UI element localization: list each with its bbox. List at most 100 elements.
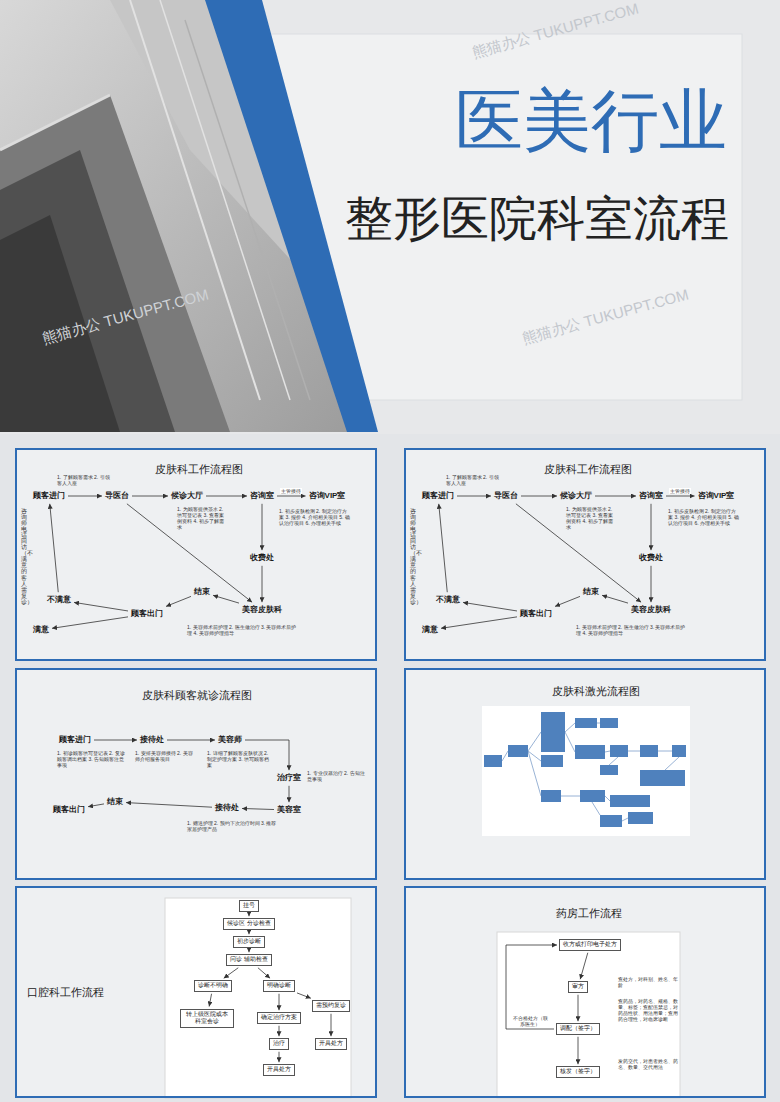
step-text: 美容室 xyxy=(277,805,301,815)
step-notes: 1. 初诊顾客填写登记表 2. 复诊顾客调出档案 3. 告知顾客注意事项 xyxy=(57,750,127,768)
slide-frame: 药房工作流程收方或打印电子处方审方调配（签字）核发（签字） xyxy=(404,886,766,1098)
flow-arrow xyxy=(289,786,290,802)
process-box: 初步诊断 xyxy=(233,936,265,948)
step-text: 候诊大厅 xyxy=(171,491,203,501)
chart-line xyxy=(622,818,628,821)
step-text: 接待处 xyxy=(140,735,164,745)
slide-ground xyxy=(404,448,766,661)
flow-arrow xyxy=(132,496,168,497)
slide-ground xyxy=(404,886,766,1098)
flow-step: 顾客出门 xyxy=(52,804,86,816)
process-box: 审方 xyxy=(568,981,588,993)
slide-title: 药房工作流程 xyxy=(556,907,622,920)
step-text: 收费处 xyxy=(639,553,663,563)
step-text: 顾客进门 xyxy=(33,491,65,501)
flow-step: 美容室 xyxy=(276,804,302,816)
chart-line xyxy=(628,751,640,752)
flow-step: 顾客出门 xyxy=(519,608,553,620)
step-text: 满意 xyxy=(422,625,438,635)
chart-line xyxy=(658,751,672,752)
flow-arrow xyxy=(331,1014,332,1037)
step-text: 咨询室 xyxy=(250,491,274,501)
flow-arrow xyxy=(277,496,306,497)
check-note: 查药品，对药名、规格、数量、标签；查配伍禁忌，对药品性状、用法用量；查用药合理性… xyxy=(618,998,678,1022)
slide-title: 皮肤科顾客就诊流程图 xyxy=(142,689,252,702)
step-text: 候诊大厅 xyxy=(560,491,592,501)
chart-panel xyxy=(165,898,351,1098)
edge-label: 主管接待 xyxy=(669,488,691,494)
step-text: 审方 xyxy=(572,983,584,991)
flow-arrow xyxy=(297,993,311,998)
slide-title: 口腔科工作流程 xyxy=(27,986,104,999)
flow-arrow xyxy=(457,496,491,497)
step-text: 明确诊断 xyxy=(267,982,291,990)
step-notes: 1. 初步皮肤检测 2. 制定治疗方案 3. 报价 4. 介绍相关项目 5. 确… xyxy=(668,508,740,526)
step-text: 顾客出门 xyxy=(131,609,163,619)
step-text: 结束 xyxy=(194,587,210,597)
step-notes: 1. 了解顾客需求 2. 引领客人入座 xyxy=(57,474,113,486)
flow-arrow xyxy=(279,1026,280,1037)
chart-line xyxy=(665,757,679,770)
slide-title: 皮肤科工作流程图 xyxy=(544,463,632,476)
flow-arrow xyxy=(248,914,249,917)
flow-arrow xyxy=(555,596,580,606)
flow-step: 咨询室 xyxy=(249,490,275,502)
step-text: 美容皮肤科 xyxy=(242,605,282,615)
process-box: 明确诊断 xyxy=(263,980,295,992)
process-box: 开具处方 xyxy=(315,1038,347,1050)
flow-arrow xyxy=(258,968,270,979)
step-notes: 1. 赠送护理 2. 预约下次治疗时间 3. 推荐家居护理产品 xyxy=(187,820,277,832)
step-notes: 1. 美容师术前护理 2. 医生做治疗 3. 美容师术后护理 4. 美容师护理指… xyxy=(576,624,686,636)
process-box: 确定治疗方案 xyxy=(257,1012,301,1024)
flow-arrow xyxy=(506,945,557,1029)
flow-arrow xyxy=(463,602,517,611)
chart-line xyxy=(528,751,541,796)
flow-step: 结束 xyxy=(582,586,600,598)
chart-panel xyxy=(482,706,690,836)
flow-step: 顾客进门 xyxy=(58,734,92,746)
step-text: 接待处 xyxy=(215,803,239,813)
step-notes: 1. 了解顾客需求 2. 引领客人入座 xyxy=(446,474,502,486)
step-text: 顾客进门 xyxy=(422,491,454,501)
step-notes: 1. 详细了解顾客皮肤状况 2. 制定护理方案 3. 填写顾客档案 xyxy=(207,750,269,768)
chart-line xyxy=(592,802,600,815)
flow-arrow xyxy=(248,932,249,935)
chart-box xyxy=(640,770,685,786)
process-box: 诊断不明确 xyxy=(194,980,232,992)
step-notes: 1. 美容师术前护理 2. 医生做治疗 3. 美容师术后护理 4. 美容师护理指… xyxy=(187,624,297,636)
step-notes: 1. 为顾客提供茶水 2. 填写登记表 3. 查看案例资料 4. 初步了解需求 xyxy=(177,506,225,530)
step-text: 顾客出门 xyxy=(520,609,552,619)
vertical-note: 咨询师电话回访（不满意的客人需复诊） xyxy=(410,508,416,605)
slide-ground xyxy=(15,668,377,880)
flow-arrow xyxy=(516,504,641,602)
step-text: 开具处方 xyxy=(319,1040,343,1048)
step-text: 调配（签字） xyxy=(560,1025,596,1033)
flow-arrow xyxy=(213,595,239,603)
chart-box xyxy=(580,790,605,802)
step-text: 结束 xyxy=(107,797,123,807)
chart-box xyxy=(541,790,561,802)
step-text: 核发（签字） xyxy=(560,1068,596,1076)
process-box: 挂号 xyxy=(239,900,259,912)
chart-box xyxy=(600,815,622,827)
process-box: 调配（签字） xyxy=(556,1023,600,1035)
step-text: 开具处方 xyxy=(267,1066,291,1074)
process-box: 问诊 辅助检查 xyxy=(226,954,272,966)
slide-frame: 口腔科工作流程挂号候诊区 分诊检查初步诊断问诊 辅助检查诊断不明确明确诊断转上级… xyxy=(15,886,377,1098)
step-text: 挂号 xyxy=(243,902,255,910)
process-box: 需预约复诊 xyxy=(312,1000,350,1012)
process-box: 开具处方 xyxy=(263,1064,295,1076)
wall-shadow xyxy=(0,95,230,432)
watermark: 熊猫办公 TUKUPPT.COM xyxy=(520,286,690,348)
step-text: 诊断不明确 xyxy=(198,982,228,990)
flow-step: 美容皮肤科 xyxy=(241,604,283,616)
slide-ground xyxy=(404,668,766,880)
chart-box xyxy=(484,755,502,767)
step-text: 收费处 xyxy=(250,553,274,563)
flow-arrow xyxy=(68,496,102,497)
step-text: 导医台 xyxy=(105,491,129,501)
step-text: 转上级医院或本科室会诊 xyxy=(184,1011,230,1026)
chart-box xyxy=(628,812,653,824)
flow-step: 美容师 xyxy=(217,734,243,746)
